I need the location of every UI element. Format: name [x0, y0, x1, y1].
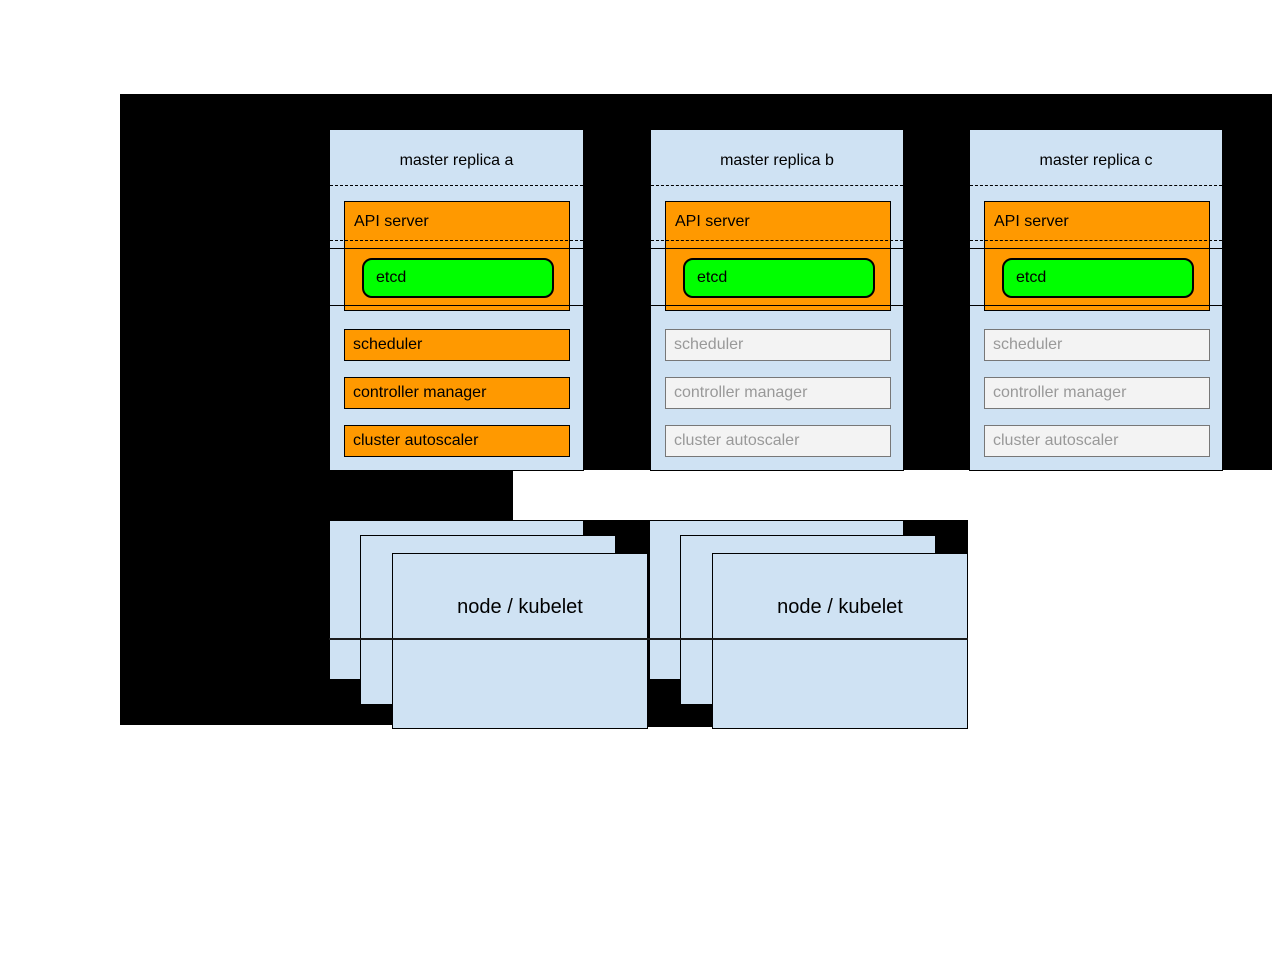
scheduler-box: scheduler [665, 329, 891, 361]
scheduler-label: scheduler [353, 336, 423, 353]
cluster-autoscaler-box: cluster autoscaler [984, 425, 1210, 457]
scheduler-box: scheduler [344, 329, 570, 361]
node-kubelet-label: node / kubelet [777, 595, 903, 618]
api-server-label: API server [675, 213, 750, 230]
node-card-front: node / kubelet [712, 553, 968, 729]
cluster-autoscaler-label: cluster autoscaler [353, 432, 479, 449]
upper-solid-line [970, 248, 1222, 249]
upper-solid-line [651, 248, 903, 249]
lower-solid-line [970, 305, 1222, 306]
controller-manager-box: controller manager [344, 377, 570, 409]
etcd-box: etcd [1002, 258, 1194, 298]
cluster-autoscaler-box: cluster autoscaler [344, 425, 570, 457]
cluster-autoscaler-box: cluster autoscaler [665, 425, 891, 457]
master-title: master replica a [399, 152, 514, 169]
lower-solid-line [651, 305, 903, 306]
node-divider-line [329, 638, 968, 640]
master-title: master replica b [720, 152, 834, 169]
node-kubelet-label: node / kubelet [457, 595, 583, 618]
title-separator-dashed-line [330, 185, 583, 186]
cluster-autoscaler-label: cluster autoscaler [674, 432, 800, 449]
upper-solid-line [330, 248, 583, 249]
scheduler-label: scheduler [674, 336, 744, 353]
api-etcd-dashed-line [330, 240, 583, 241]
controller-manager-label: controller manager [353, 384, 487, 401]
cluster-autoscaler-label: cluster autoscaler [993, 432, 1119, 449]
scheduler-box: scheduler [984, 329, 1210, 361]
controller-manager-label: controller manager [993, 384, 1127, 401]
api-server-label: API server [994, 213, 1069, 230]
etcd-label: etcd [697, 269, 728, 286]
node-card-front: node / kubelet [392, 553, 648, 729]
master-replica-b-box: master replica b API server etcd schedul… [650, 129, 904, 471]
api-etcd-dashed-line [970, 240, 1222, 241]
master-replica-a-box: master replica a API server etcd schedul… [329, 129, 584, 471]
lower-solid-line [330, 305, 583, 306]
controller-manager-label: controller manager [674, 384, 808, 401]
controller-manager-box: controller manager [984, 377, 1210, 409]
title-separator-dashed-line [651, 185, 903, 186]
master-replica-c-box: master replica c API server etcd schedul… [969, 129, 1223, 471]
etcd-label: etcd [1016, 269, 1047, 286]
controller-manager-box: controller manager [665, 377, 891, 409]
etcd-box: etcd [683, 258, 875, 298]
api-server-label: API server [354, 213, 429, 230]
master-title: master replica c [1039, 152, 1153, 169]
title-separator-dashed-line [970, 185, 1222, 186]
etcd-label: etcd [376, 269, 407, 286]
api-etcd-dashed-line [651, 240, 903, 241]
scheduler-label: scheduler [993, 336, 1063, 353]
etcd-box: etcd [362, 258, 554, 298]
